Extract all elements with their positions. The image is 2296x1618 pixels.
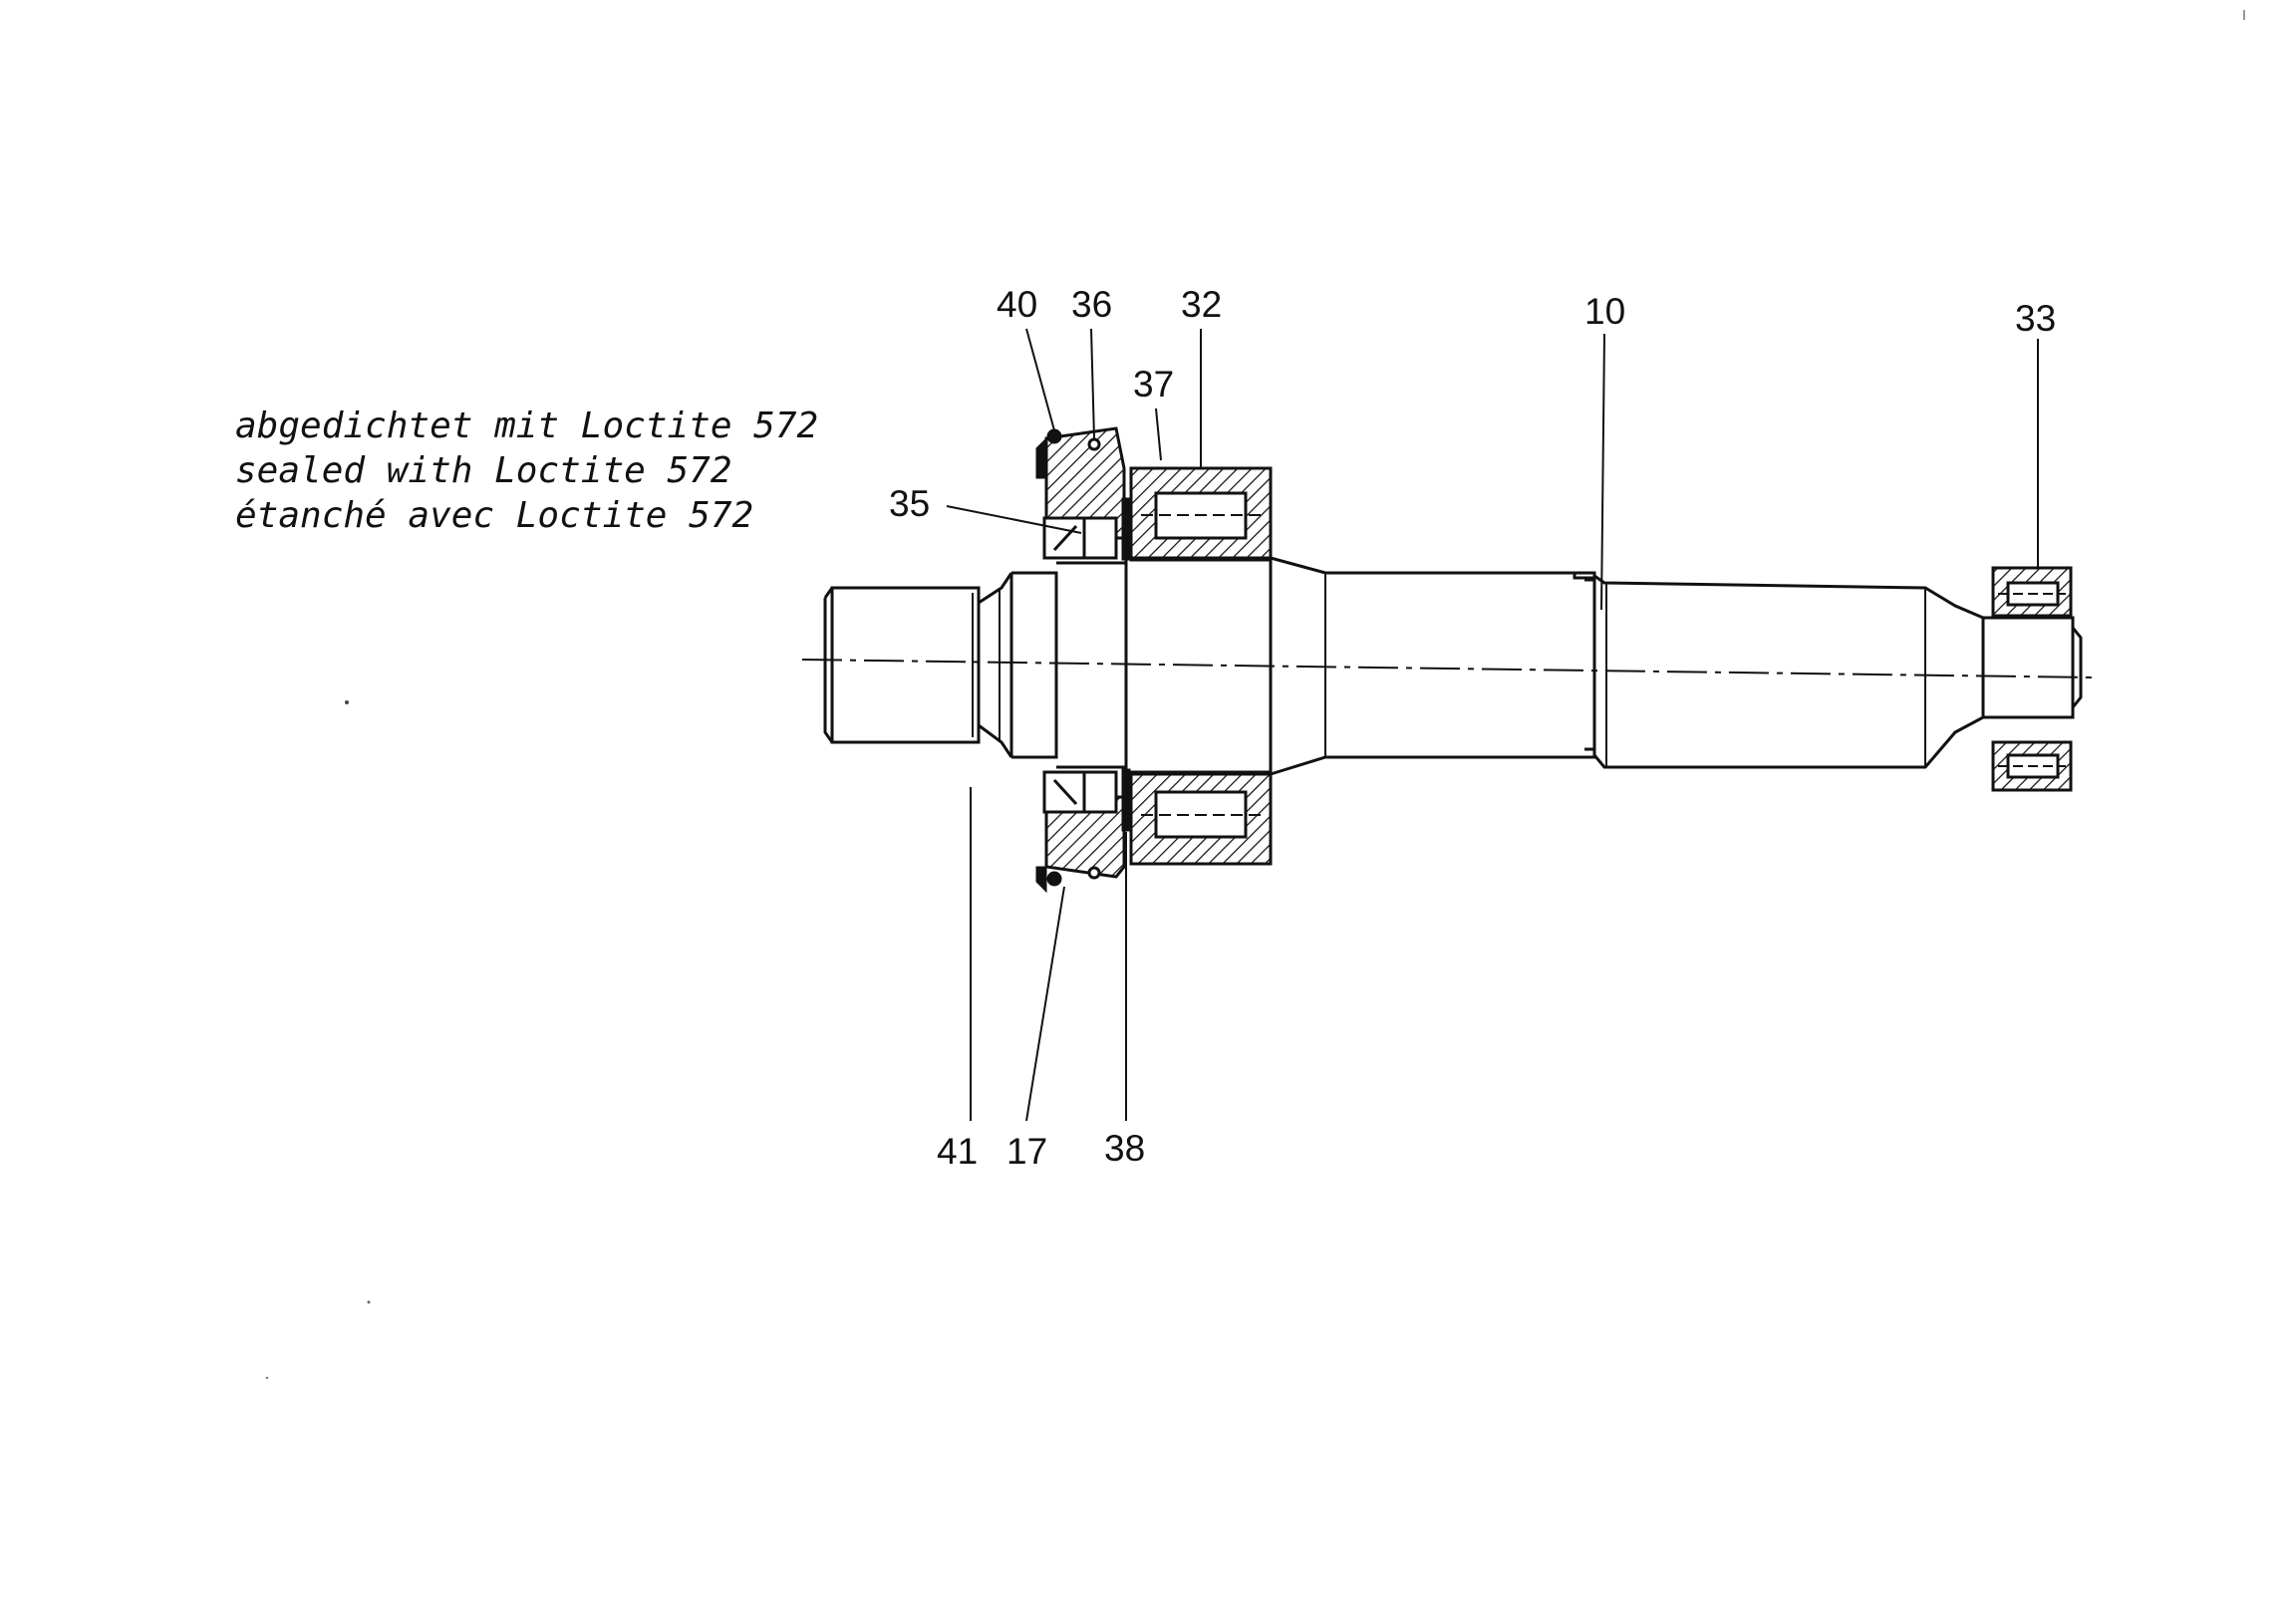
roller-bearing-left — [1129, 466, 1273, 866]
note-line-german: abgedichtet mit Loctite 572 — [235, 405, 819, 446]
callout-10: 10 — [1584, 291, 1625, 332]
scan-specks — [265, 10, 2245, 1380]
o-rings — [1035, 428, 1101, 894]
callout-35: 35 — [889, 483, 930, 524]
callout-labels: 40 36 32 37 10 33 35 41 17 38 — [889, 284, 2056, 1172]
note-line-french: étanché avec Loctite 572 — [235, 495, 754, 536]
callout-41: 41 — [937, 1131, 978, 1172]
shaft-seal — [1042, 516, 1086, 814]
callout-40: 40 — [997, 284, 1037, 325]
note-line-english: sealed with Loctite 572 — [235, 450, 732, 491]
shaft-centerline — [801, 659, 2094, 678]
callout-36: 36 — [1071, 284, 1112, 325]
callout-33: 33 — [2015, 298, 2056, 339]
callout-32: 32 — [1181, 284, 1222, 325]
leader-lines — [946, 328, 2039, 1122]
callout-37: 37 — [1133, 364, 1174, 404]
main-shaft — [823, 556, 2083, 776]
callout-38: 38 — [1104, 1128, 1145, 1169]
callout-17: 17 — [1006, 1131, 1047, 1172]
needle-bearing-right — [1991, 566, 2073, 792]
